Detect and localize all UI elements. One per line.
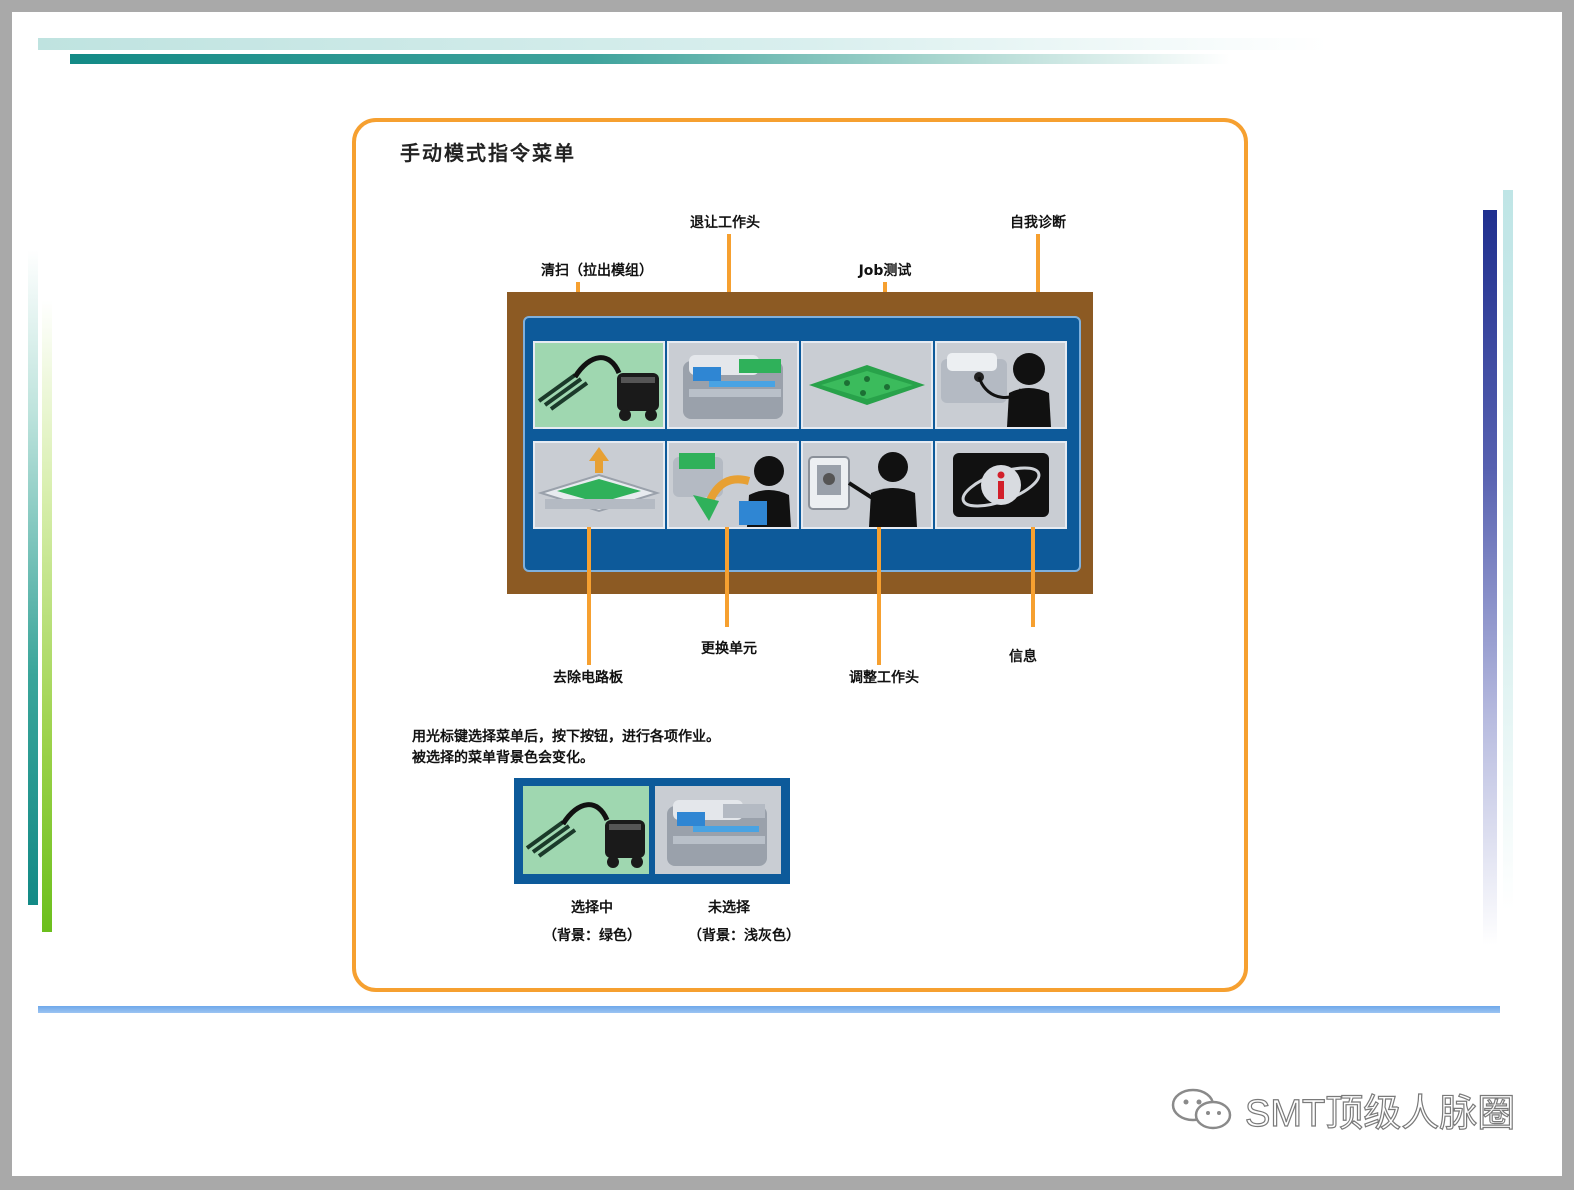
menu-tile-remove-pcb[interactable]: [533, 441, 665, 529]
vacuum-icon: [535, 343, 663, 427]
menu-tile-job-test[interactable]: [801, 341, 933, 429]
machine-head-icon: [655, 786, 781, 874]
demo-tile-selected: [523, 786, 649, 874]
vacuum-icon: [523, 786, 649, 874]
menu-tile-cleaning[interactable]: [533, 341, 665, 429]
doctor-diagnosis-icon: [937, 343, 1065, 427]
decor-left-bar-green: [42, 300, 52, 932]
watermark-text: SMT顶级人脉圈: [1245, 1082, 1515, 1137]
label-info: 信息: [1009, 646, 1037, 666]
menu-tile-info[interactable]: [935, 441, 1067, 529]
instruction-line-1: 用光标键选择菜单后，按下按钮，进行各项作业。: [412, 727, 720, 748]
decor-bottom-bar: [38, 1006, 1500, 1013]
info-icon: [937, 443, 1065, 527]
instruction-line-2: 被选择的菜单背景色会变化。: [412, 748, 720, 769]
label-job-test: Job测试: [859, 260, 912, 280]
leader-adjust-head: [877, 527, 881, 665]
wechat-icon: [1167, 1085, 1237, 1133]
menu-tile-self-diagnosis[interactable]: [935, 341, 1067, 429]
watermark: SMT顶级人脉圈: [1167, 1083, 1515, 1135]
figure-title: 手动模式指令菜单: [400, 137, 576, 166]
caption-unselected: 未选择: [708, 897, 750, 917]
instruction-note: 用光标键选择菜单后，按下按钮，进行各项作业。 被选择的菜单背景色会变化。: [412, 727, 720, 769]
label-self-diagnosis: 自我诊断: [1010, 212, 1066, 232]
menu-tile-replace-unit[interactable]: [667, 441, 799, 529]
remove-pcb-icon: [535, 443, 663, 527]
menu-tile-adjust-head[interactable]: [801, 441, 933, 529]
label-cleaning: 清扫（拉出模组）: [541, 260, 653, 280]
replace-unit-icon: [669, 443, 797, 527]
caption-selected-bg: （背景：绿色）: [543, 925, 641, 945]
demo-tile-unselected: [655, 786, 781, 874]
decor-top-bar-dark: [70, 54, 1230, 64]
label-remove-pcb: 去除电路板: [553, 667, 623, 687]
leader-replace-unit: [725, 527, 729, 627]
decor-left-bar-teal: [28, 250, 38, 905]
label-adjust-head: 调整工作头: [849, 667, 919, 687]
leader-info: [1031, 527, 1035, 627]
label-replace-unit: 更换单元: [701, 638, 757, 658]
adjust-head-icon: [803, 443, 931, 527]
menu-tile-retract-head[interactable]: [667, 341, 799, 429]
label-retract-head: 退让工作头: [690, 212, 760, 232]
caption-unselected-bg: （背景：浅灰色）: [688, 925, 800, 945]
pcb-board-icon: [803, 343, 931, 427]
decor-right-bar-cyan: [1503, 190, 1513, 910]
leader-remove-pcb: [587, 527, 591, 665]
decor-right-bar-navy: [1483, 210, 1497, 945]
caption-selected: 选择中: [571, 897, 613, 917]
machine-head-icon: [669, 343, 797, 427]
decor-top-bar-light: [38, 38, 1328, 50]
